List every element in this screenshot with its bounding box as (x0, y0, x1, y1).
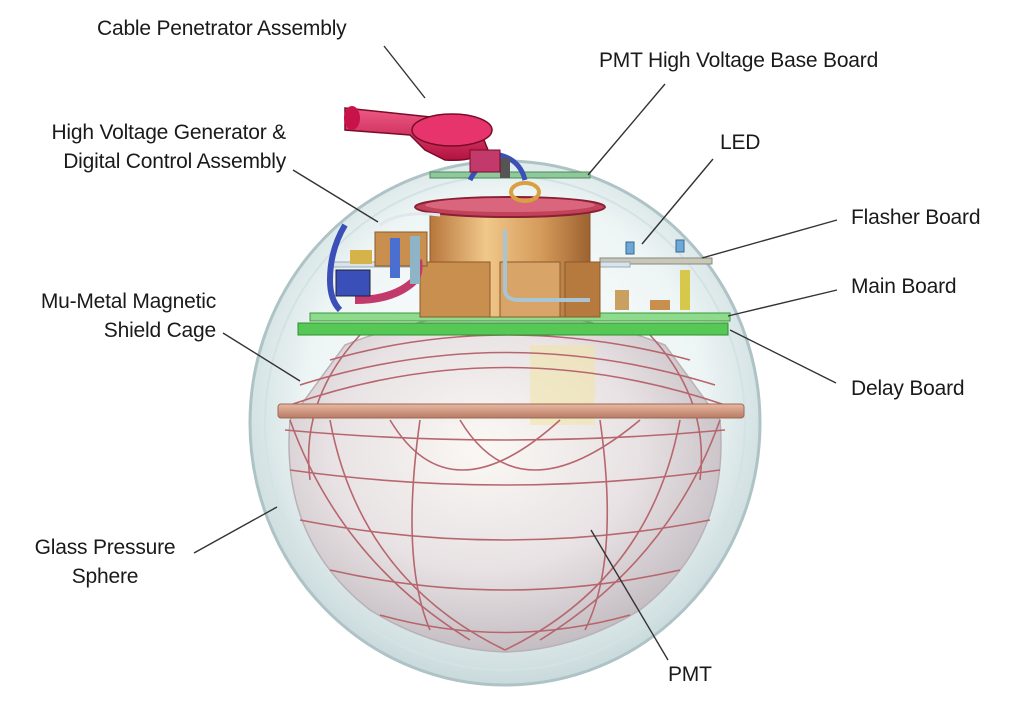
cable-penetrator (344, 106, 501, 173)
label-mu-metal-line2: Shield Cage (103, 319, 216, 342)
label-pmt-hv-base-board: PMT High Voltage Base Board (599, 49, 879, 72)
label-flasher-board: Flasher Board (851, 206, 981, 229)
led-parts (625, 239, 685, 255)
leader-delay-board (729, 329, 837, 384)
leader-glass-sphere (193, 506, 278, 554)
leader-main-board (727, 289, 838, 317)
label-glass-sphere-line2: Sphere (71, 565, 139, 588)
leader-flasher-board (701, 219, 838, 259)
delay-board-part (297, 322, 729, 336)
label-cable-penetrator: Cable Penetrator Assembly (97, 17, 347, 40)
leader-pmt (590, 529, 669, 661)
leader-mu-metal (222, 332, 301, 382)
leader-hv-generator (292, 169, 379, 223)
label-hv-generator: High Voltage Generator & Digital Control… (14, 118, 286, 176)
leader-pmt-hv-base-board (587, 83, 666, 176)
leader-cable-penetrator (383, 45, 426, 99)
leader-lines (193, 45, 838, 661)
label-hv-generator-line2: Digital Control Assembly (63, 150, 286, 173)
label-glass-sphere-line1: Glass Pressure (34, 536, 176, 559)
flasher-board-part (599, 257, 713, 265)
label-led: LED (720, 131, 761, 154)
label-hv-generator-line1: High Voltage Generator & (51, 121, 286, 144)
label-pmt: PMT (668, 663, 712, 686)
leader-led (641, 158, 714, 245)
cage-ring (277, 403, 745, 419)
label-delay-board: Delay Board (851, 377, 965, 400)
circuit-components (335, 158, 690, 310)
label-mu-metal-line1: Mu-Metal Magnetic (40, 290, 216, 313)
label-mu-metal-cage: Mu-Metal Magnetic Shield Cage (10, 287, 216, 345)
label-glass-pressure-sphere: Glass Pressure Sphere (10, 533, 200, 591)
label-main-board: Main Board (851, 275, 957, 298)
